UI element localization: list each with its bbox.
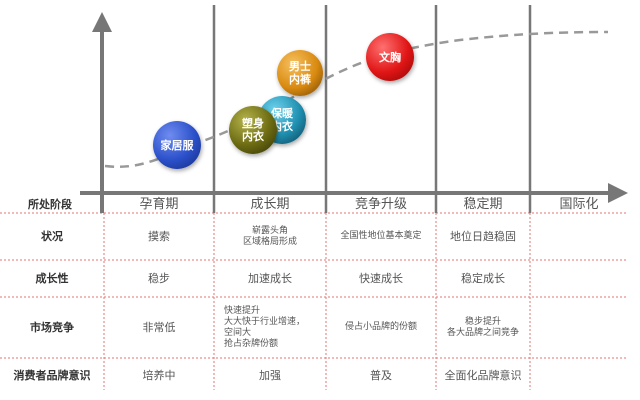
- table-cell: 全面化品牌意识: [444, 368, 522, 382]
- table-cell: 崭露头角 区域格局形成: [242, 225, 297, 247]
- table-cell: 稳步: [148, 272, 170, 285]
- table-cell: 稳步提升 各大品牌之间竞争: [446, 316, 519, 338]
- bubble-shapewear: 塑身 内衣: [229, 106, 277, 154]
- table-cell: 加速成长: [248, 272, 292, 285]
- bubble-mens-underwear: 男士 内裤: [277, 50, 323, 96]
- table-cell: 快速成长: [359, 272, 403, 285]
- table-cell: 侵占小品牌的份额: [344, 322, 417, 332]
- table-cell: 普及: [370, 368, 392, 382]
- table-cell: 培养中: [142, 368, 176, 382]
- row-label-growth: 成长性: [35, 272, 69, 285]
- table-cell: 摸索: [148, 230, 170, 243]
- stage-incubation: 孕育期: [139, 196, 179, 212]
- table-cell: 快速提升 大大快于行业增速， 空间大 抢占杂牌份额: [224, 305, 306, 349]
- stage-growth: 成长期: [250, 196, 290, 212]
- table-cell: 非常低: [142, 321, 176, 334]
- table-cell: 稳定成长: [461, 272, 505, 285]
- stage-international: 国际化: [559, 196, 599, 212]
- table-cell: 加强: [259, 368, 281, 382]
- y-axis-arrow: [92, 12, 112, 32]
- row-header-label: 所处阶段: [28, 197, 72, 211]
- stage-competition: 竞争升级: [354, 196, 407, 212]
- bubble-bra: 文胸: [366, 33, 414, 81]
- row-label-competition: 市场竞争: [30, 321, 74, 334]
- table-cell: 地位日趋稳固: [450, 230, 516, 243]
- row-label-status: 状况: [41, 230, 63, 243]
- stage-stable: 稳定期: [463, 196, 503, 212]
- growth-curve: [104, 30, 609, 168]
- table-cell: 全国性地位基本奠定: [340, 231, 422, 241]
- row-label-brand-awareness: 消费者品牌意识: [13, 368, 91, 382]
- bubble-home-wear: 家居服: [153, 121, 201, 169]
- x-axis-arrow: [608, 183, 628, 203]
